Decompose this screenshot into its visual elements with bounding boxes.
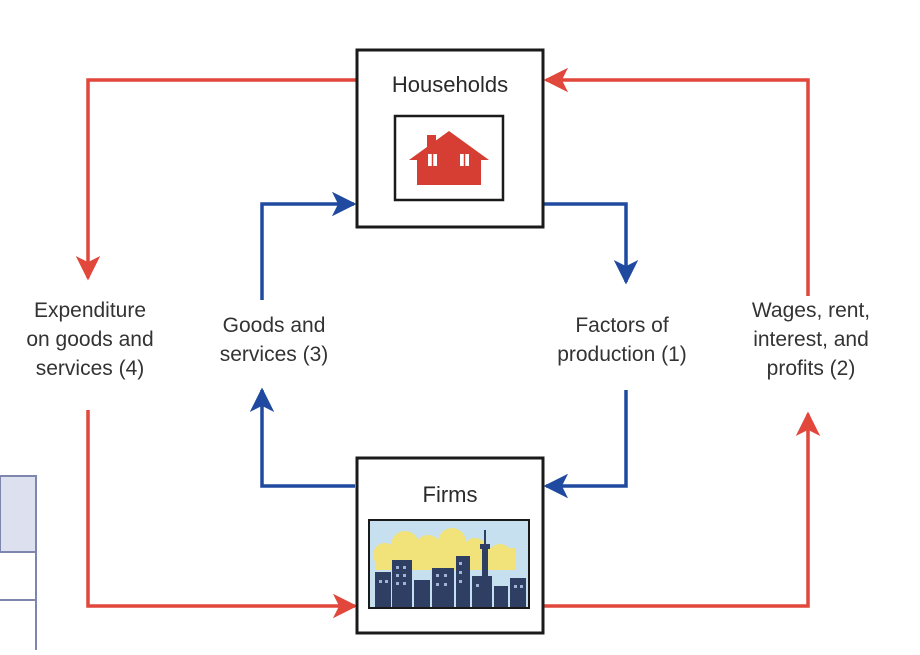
households-box <box>355 48 545 229</box>
goods-flow-bottom <box>249 387 355 488</box>
goods-flow-top <box>260 191 357 300</box>
expenditure-flow-top <box>75 78 357 281</box>
wages-rent-label: Wages, rent, interest, and profits (2) <box>751 299 871 380</box>
expenditure-flow-bottom <box>86 410 358 619</box>
wages-flow-bottom <box>543 411 821 608</box>
expenditure-label: Expenditure on goods and services (4) <box>26 299 154 380</box>
city-skyline-icon <box>368 519 530 609</box>
firms-title: Firms <box>422 482 478 507</box>
factors-of-production-label: Factors of production (1) <box>557 314 687 366</box>
house-icon <box>409 131 489 185</box>
factors-flow-top <box>543 202 639 285</box>
goods-services-label: Goods and services (3) <box>219 314 329 366</box>
firms-box <box>355 456 545 635</box>
partial-table <box>0 475 37 650</box>
factors-flow-bottom <box>543 390 628 499</box>
wages-flow-top <box>543 67 810 296</box>
households-title: Households <box>391 72 509 97</box>
